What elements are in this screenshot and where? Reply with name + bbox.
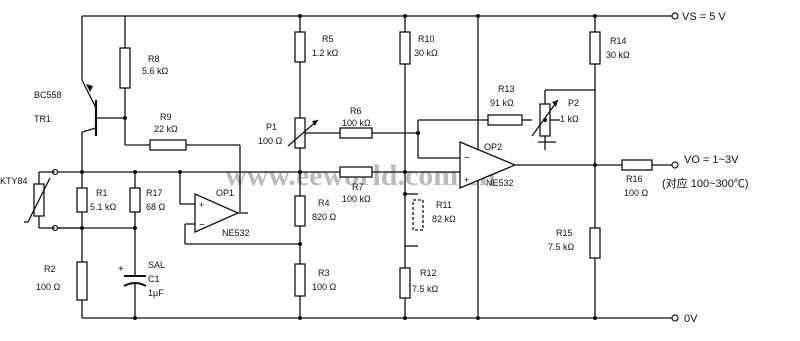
r2-ref: R2 xyxy=(44,264,56,274)
sensor-symbol xyxy=(24,168,59,232)
p1-value: 100 Ω xyxy=(258,136,283,146)
r9-value: 22 kΩ xyxy=(154,124,178,134)
r10-value: 30 kΩ xyxy=(414,48,438,58)
capacitor-value: 1μF xyxy=(148,288,164,298)
r5-ref: R5 xyxy=(322,34,334,44)
svg-text:+: + xyxy=(118,264,124,275)
resistor-r10 xyxy=(399,31,411,65)
p1-ref: P1 xyxy=(266,122,277,132)
output-note: (对应 100~300℃) xyxy=(662,176,749,190)
resistor-r6 xyxy=(339,127,373,139)
r3-value: 100 Ω xyxy=(312,282,337,292)
potentiometer-p1 xyxy=(287,117,319,149)
r12-ref: R12 xyxy=(420,268,437,278)
r12-value: 7.5 kΩ xyxy=(412,284,439,294)
r11-ref: R11 xyxy=(436,200,452,210)
resistor-r17 xyxy=(129,187,141,213)
r8-ref: R8 xyxy=(148,54,160,64)
capacitor-type: SAL xyxy=(148,260,165,270)
opamp-op1-ref: OP1 xyxy=(216,188,234,198)
transistor-symbol xyxy=(81,79,98,136)
ground-rail xyxy=(82,314,679,322)
resistor-r8 xyxy=(119,47,131,89)
capacitor-ref: C1 xyxy=(148,274,160,284)
r10-ref: R10 xyxy=(418,34,435,44)
output-terminal xyxy=(671,161,679,169)
r1-value: 5.1 kΩ xyxy=(90,202,117,212)
svg-text:−: − xyxy=(464,153,470,164)
output-label: VO = 1~3V xyxy=(684,154,739,166)
resistor-r13 xyxy=(487,114,523,126)
r8-value: 5.6 kΩ xyxy=(142,66,169,76)
resistor-r9 xyxy=(149,139,187,151)
r7-ref: R7 xyxy=(352,182,364,192)
supply-label: VS = 5 V xyxy=(682,11,726,23)
r15-value: 7.5 kΩ xyxy=(548,242,575,252)
r2-value: 100 Ω xyxy=(36,282,61,292)
svg-text:−: − xyxy=(199,220,205,231)
opamp-op2-symbol: − + xyxy=(459,16,672,318)
r4-ref: R4 xyxy=(318,198,330,208)
r14-ref: R14 xyxy=(610,36,627,46)
sensor-ref: KTY84 xyxy=(0,176,28,186)
resistor-r3 xyxy=(294,263,306,297)
r16-value: 100 Ω xyxy=(624,188,649,198)
resistor-r7 xyxy=(339,166,373,178)
resistor-r16 xyxy=(621,159,653,171)
opamp-op2-part: NE532 xyxy=(486,178,514,188)
r15-ref: R15 xyxy=(556,228,573,238)
r13-ref: R13 xyxy=(498,84,515,94)
svg-text:+: + xyxy=(464,175,469,185)
opamp-op1-part: NE532 xyxy=(222,228,250,238)
transistor-type: BC558 xyxy=(34,90,62,100)
p2-value: 1 kΩ xyxy=(560,114,579,124)
supply-rail xyxy=(82,12,679,20)
resistor-r1 xyxy=(76,187,88,213)
p2-ref: P2 xyxy=(568,98,579,108)
r17-value: 68 Ω xyxy=(146,202,166,212)
r16-ref: R16 xyxy=(626,174,643,184)
r5-value: 1.2 kΩ xyxy=(312,48,339,58)
r6-value: 100 kΩ xyxy=(342,118,371,128)
capacitor-symbol: + xyxy=(118,264,147,287)
resistor-r2 xyxy=(76,261,88,301)
resistor-r14 xyxy=(589,31,601,65)
resistor-r15 xyxy=(589,227,601,259)
wiring-feedback xyxy=(522,89,595,150)
resistor-r5 xyxy=(294,31,306,63)
r9-ref: R9 xyxy=(160,112,172,122)
r13-value: 91 kΩ xyxy=(490,98,514,108)
wiring-left xyxy=(55,16,300,318)
r11-value: 82 kΩ xyxy=(432,214,456,224)
svg-text:+: + xyxy=(199,200,204,210)
ground-label: 0V xyxy=(684,313,698,325)
r14-value: 30 kΩ xyxy=(606,50,630,60)
resistor-r12 xyxy=(399,267,411,299)
r7-value: 100 kΩ xyxy=(342,194,371,204)
opamp-op2-ref: OP2 xyxy=(484,142,502,152)
r3-ref: R3 xyxy=(318,268,330,278)
r6-ref: R6 xyxy=(350,106,362,116)
r1-ref: R1 xyxy=(96,188,108,198)
resistor-r4 xyxy=(294,195,306,227)
r17-ref: R17 xyxy=(146,188,163,198)
transistor-ref: TR1 xyxy=(34,114,51,124)
resistor-r11 xyxy=(412,199,424,231)
r4-value: 820 Ω xyxy=(312,212,337,222)
opamp-op1-symbol: + − xyxy=(179,172,300,245)
wiring-r10-column xyxy=(404,16,488,318)
junction-dots xyxy=(80,14,597,320)
